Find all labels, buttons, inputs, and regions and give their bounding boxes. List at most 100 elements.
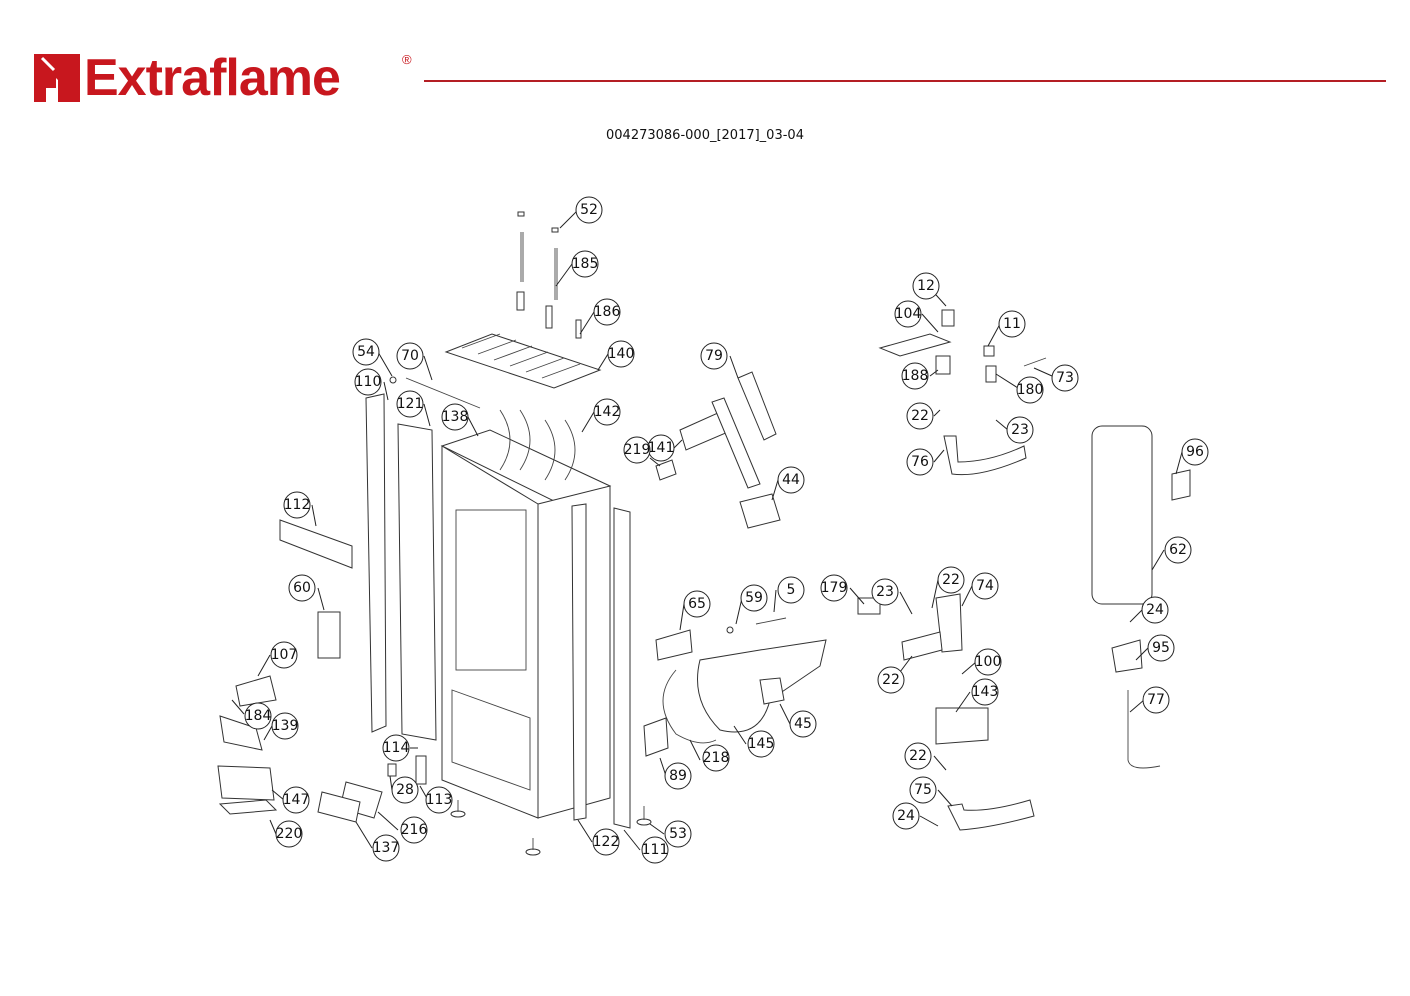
callout-circle: [1051, 364, 1079, 392]
part-112-bracket: [279, 519, 353, 569]
callout-22: 22: [906, 402, 934, 430]
callout-number: 75: [914, 782, 932, 798]
callout-number: 113: [426, 792, 453, 808]
part-218-gasket: [662, 669, 717, 744]
part-28: [387, 763, 397, 777]
callout-number: 100: [975, 654, 1002, 670]
part-44: [739, 493, 781, 529]
callout-122: 122: [592, 828, 620, 856]
callout-circle: [937, 566, 965, 594]
callout-circle: [909, 776, 937, 804]
callout-circle: [593, 298, 621, 326]
callout-circle: [971, 678, 999, 706]
callout-circle: [593, 398, 621, 426]
callout-52: 52: [575, 196, 603, 224]
callout-number: 62: [1169, 542, 1187, 558]
header-rule: [424, 80, 1386, 82]
callout-circle: [575, 196, 603, 224]
callout-circle: [396, 342, 424, 370]
callout-111: 111: [641, 836, 669, 864]
callout-number: 11: [1003, 316, 1021, 332]
callout-circle: [1147, 634, 1175, 662]
callout-number: 111: [642, 842, 669, 858]
callout-number: 137: [373, 840, 400, 856]
callout-circle: [441, 403, 469, 431]
callout-number: 188: [902, 368, 929, 384]
callout-number: 54: [357, 344, 375, 360]
callout-circle: [904, 742, 932, 770]
callout-24: 24: [892, 802, 920, 830]
callout-22: 22: [904, 742, 932, 770]
callout-number: 65: [688, 596, 706, 612]
part-60-plate: [317, 611, 341, 659]
callout-number: 219: [624, 442, 651, 458]
callout-76: 76: [906, 448, 934, 476]
callout-143: 143: [971, 678, 999, 706]
callout-113: 113: [425, 786, 453, 814]
callout-number: 143: [972, 684, 999, 700]
part-104-plate: [878, 333, 952, 357]
callout-number: 96: [1186, 444, 1204, 460]
callout-number: 112: [284, 497, 311, 513]
callout-number: 45: [794, 716, 812, 732]
callout-188: 188: [901, 362, 929, 390]
callout-circle: [906, 448, 934, 476]
callout-147: 147: [282, 786, 310, 814]
brand-name: Extraflame: [84, 49, 341, 107]
callout-circle: [906, 402, 934, 430]
part-96-bracket: [1171, 469, 1191, 501]
callout-circle: [789, 710, 817, 738]
callout-circle: [700, 342, 728, 370]
part-107: [235, 675, 277, 707]
callout-circle: [912, 272, 940, 300]
callout-number: 12: [917, 278, 935, 294]
callout-circle: [283, 491, 311, 519]
part-179: [857, 597, 881, 615]
callout-circle: [683, 590, 711, 618]
callout-121: 121: [396, 390, 424, 418]
callout-218: 218: [702, 744, 730, 772]
callout-number: 23: [1011, 422, 1029, 438]
callout-141: 141: [647, 434, 675, 462]
callout-circle: [998, 310, 1026, 338]
callout-186: 186: [593, 298, 621, 326]
callout-59: 59: [740, 584, 768, 612]
callout-circle: [1016, 376, 1044, 404]
part-76-pipe: [943, 435, 1027, 476]
part-188: [935, 355, 951, 375]
callout-number: 184: [245, 708, 272, 724]
part-45: [759, 677, 785, 705]
callout-circle: [702, 744, 730, 772]
callout-number: 22: [942, 572, 960, 588]
part-140-baffle: [444, 333, 602, 389]
callout-number: 28: [396, 782, 414, 798]
part-122-panel: [571, 503, 587, 821]
callout-184: 184: [244, 702, 272, 730]
part-62-tank: [1091, 425, 1153, 605]
callout-number: 73: [1056, 370, 1074, 386]
callout-53: 53: [664, 820, 692, 848]
callout-24: 24: [1141, 596, 1169, 624]
callout-number: 53: [669, 826, 687, 842]
callout-circle: [971, 572, 999, 600]
callout-circle: [777, 466, 805, 494]
callout-number: 107: [271, 647, 298, 663]
callout-219: 219: [623, 436, 651, 464]
callout-75: 75: [909, 776, 937, 804]
callout-circle: [892, 802, 920, 830]
callout-44: 44: [777, 466, 805, 494]
callout-circle: [1181, 438, 1209, 466]
callout-number: 180: [1017, 382, 1044, 398]
part-95-bracket: [1111, 639, 1143, 673]
callout-100: 100: [974, 648, 1002, 676]
callout-23: 23: [1006, 416, 1034, 444]
part-73: [1023, 357, 1047, 367]
callout-60: 60: [288, 574, 316, 602]
callout-number: 147: [283, 792, 310, 808]
callout-70: 70: [396, 342, 424, 370]
callout-5: 5: [777, 576, 805, 604]
callout-number: 218: [703, 750, 730, 766]
callout-number: 186: [594, 304, 621, 320]
extraflame-logo-mark-icon: [34, 54, 80, 102]
